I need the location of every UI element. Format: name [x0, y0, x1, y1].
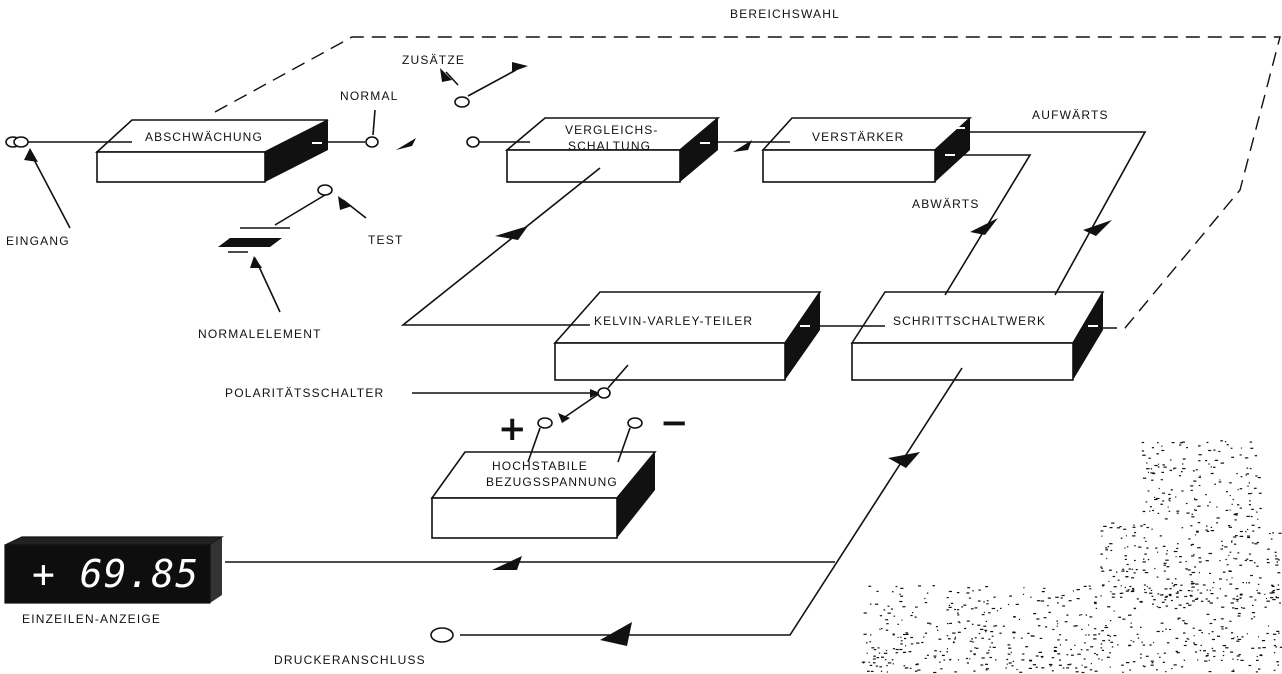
normal-terminal-icon: [365, 136, 379, 148]
display-value: + 69.85: [32, 552, 199, 596]
label-minus: −: [660, 403, 689, 443]
verstaerker-block: [761, 117, 973, 183]
label-polaritaetsschalter: POLARITÄTSSCHALTER: [225, 386, 384, 400]
label-einzeilen-anzeige: EINZEILEN-ANZEIGE: [22, 612, 161, 626]
vergleichsschaltung-block: [504, 117, 721, 183]
label-bereichswahl: BEREICHSWAHL: [730, 7, 840, 21]
label-abwaerts: ABWÄRTS: [912, 197, 980, 211]
vergleich-input-terminal-icon: [466, 136, 480, 148]
block-label-kelvin: KELVIN-VARLEY-TEILER: [594, 314, 753, 328]
output-marks: [312, 127, 1098, 327]
label-normalelement: NORMALELEMENT: [198, 327, 322, 341]
block-label-verstaerker: VERSTÄRKER: [812, 130, 904, 144]
block-label-vergleich-1: VERGLEICHS-: [565, 123, 658, 137]
block-label-hochstabile-1: HOCHSTABILE: [492, 459, 588, 473]
label-plus: +: [498, 409, 527, 449]
range-select-dashed-line: [214, 36, 1281, 329]
label-aufwaerts: AUFWÄRTS: [1032, 108, 1109, 122]
terminals: [5, 96, 643, 643]
drucker-terminal-icon: [430, 627, 454, 643]
block-label-schritt: SCHRITTSCHALTWERK: [893, 314, 1046, 328]
test-terminal-icon: [317, 184, 333, 196]
block-label-hochstabile-2: BEZUGSSPANNUNG: [486, 475, 618, 489]
stipple-texture: [861, 440, 1282, 674]
display-block: [4, 536, 224, 604]
minus-terminal-icon: [627, 417, 643, 429]
label-eingang: EINGANG: [6, 234, 70, 248]
label-test: TEST: [368, 233, 403, 247]
label-normal: NORMAL: [340, 89, 399, 103]
arrowheads: [24, 62, 1112, 646]
label-druckeranschluss: DRUCKERANSCHLUSS: [274, 653, 426, 667]
block-label-vergleich-2: SCHALTUNG: [568, 139, 651, 153]
label-zusaetze: ZUSÄTZE: [402, 53, 465, 67]
abschwaechung-block: [94, 119, 329, 183]
zusaetze-terminal-icon: [454, 96, 470, 108]
polarity-terminal-icon: [597, 387, 611, 399]
plus-terminal-icon: [537, 417, 553, 429]
schrittschaltwerk-block: [850, 291, 1105, 381]
block-label-abschwaechung: ABSCHWÄCHUNG: [145, 130, 263, 144]
kelvin-varley-block: [553, 291, 822, 381]
battery-plate: [218, 238, 282, 247]
bezugsspannung-block: [430, 451, 657, 539]
